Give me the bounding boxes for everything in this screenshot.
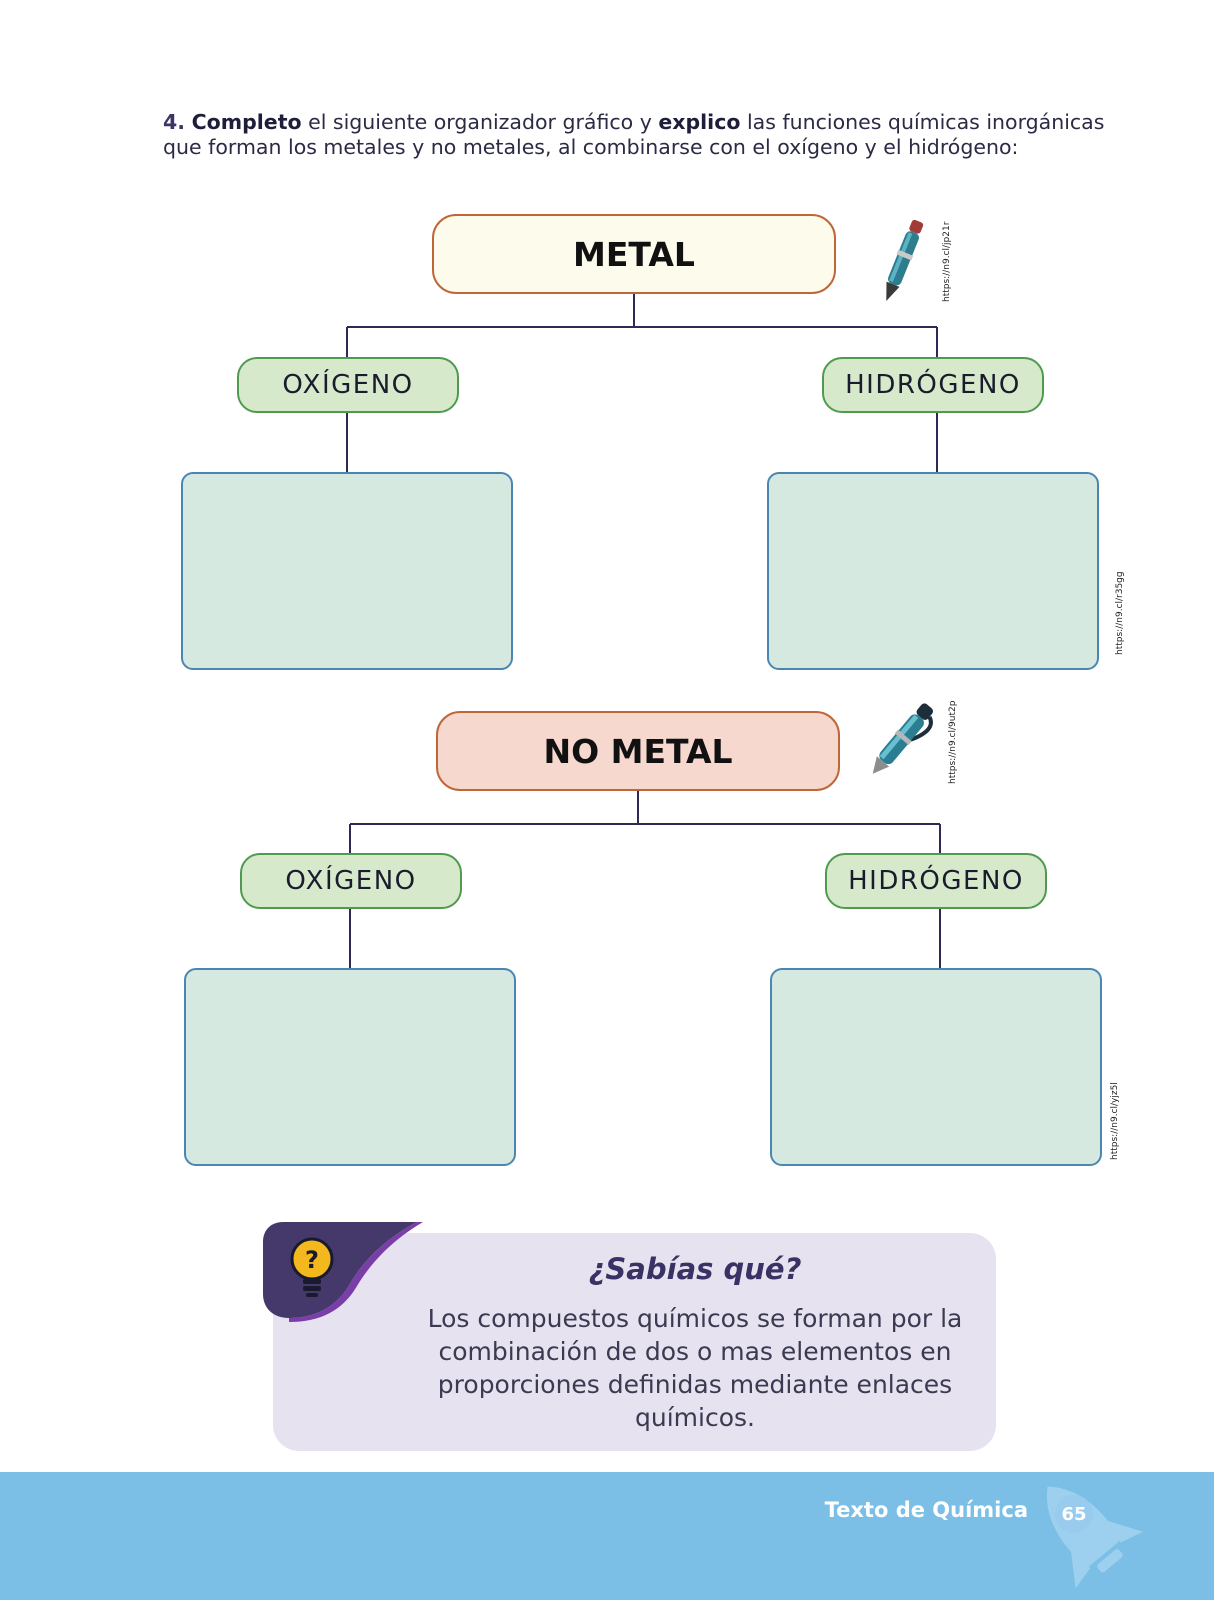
footer-book-title: Texto de Química	[824, 1498, 1028, 1522]
pen-icon	[886, 219, 924, 301]
exercise-number: 4.	[163, 110, 186, 134]
instruction-bold-explico: explico	[658, 110, 741, 134]
nometal-oxigeno-answer-box[interactable]	[184, 968, 516, 1166]
info-box	[273, 1233, 996, 1451]
lightbulb-question-icon: ?	[290, 1237, 334, 1297]
nometal-connector-lines	[349, 791, 941, 968]
nometal-hidrogeno-answer-box[interactable]	[770, 968, 1102, 1166]
instruction-part-1: el siguiente organizador gráfico y	[301, 110, 659, 134]
metal-oxigeno-box: OXÍGENO	[237, 357, 459, 413]
metal-oxigeno-answer-box[interactable]	[181, 472, 513, 670]
page-number: 65	[1055, 1495, 1093, 1533]
info-box-text: Los compuestos químicos se forman por la…	[427, 1304, 963, 1432]
instruction-text: 4. Completo el siguiente organizador grá…	[163, 110, 1113, 160]
info-box-title: ¿Sabías qué?	[588, 1252, 802, 1286]
nometal-hidrogeno-box: HIDRÓGENO	[825, 853, 1047, 909]
page-footer: Texto de Química 65	[0, 1472, 1214, 1600]
info-box-tab: ?	[263, 1222, 423, 1322]
pen-icon	[872, 703, 934, 774]
pen-image-url-2: https://n9.cl/9ut2p	[948, 700, 958, 784]
metal-hidrogeno-answer-box[interactable]	[767, 472, 1099, 670]
metal-root-box: METAL	[432, 214, 836, 294]
instruction-bold-completo: Completo	[191, 110, 302, 134]
instruction-part-2: las funciones químicas inorgánicas que f…	[163, 110, 1105, 159]
metal-connector-lines	[346, 294, 938, 472]
pen-image-url-1: https://n9.cl/jp21r	[942, 221, 952, 302]
nometal-root-box: NO METAL	[436, 711, 840, 791]
nometal-oxigeno-box: OXÍGENO	[240, 853, 462, 909]
side-image-url-1: https://n9.cl/r35gg	[1115, 571, 1125, 655]
svg-text:?: ?	[305, 1246, 319, 1274]
side-image-url-2: https://n9.cl/yjz5l	[1110, 1082, 1120, 1160]
metal-hidrogeno-box: HIDRÓGENO	[822, 357, 1044, 413]
rocket-icon	[1046, 1486, 1143, 1589]
